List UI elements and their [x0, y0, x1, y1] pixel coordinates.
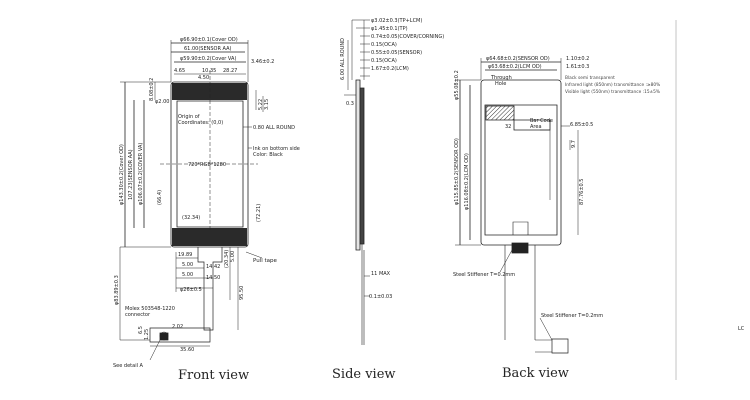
front-right-top-dim: 3.46±0.2 — [251, 59, 274, 65]
front-fpc-tail — [198, 247, 222, 330]
front-conn-dim-2: 1.25 — [144, 329, 150, 340]
front-small-top-2: 10.35 — [202, 68, 216, 74]
front-connector-2: connector — [125, 312, 151, 318]
back-top-dim-2: φ63.68±0.2(LCM OD) — [488, 64, 542, 70]
front-top-dim-3: φ59.90±0.2(Cover VA) — [180, 56, 236, 62]
front-right-small-2: 3.15 — [264, 99, 270, 110]
front-ink-note-1: Ink on bottom side — [253, 146, 300, 152]
front-resolution-label: 720*RGB*1280 — [188, 162, 226, 168]
front-pull-tape: Pull tape — [253, 258, 278, 264]
back-right-top-1: 1.10±0.2 — [566, 56, 589, 62]
back-right-dim-3: 87.76±0.5 — [579, 179, 585, 205]
back-stiffener-1: Steel Stiffener T=0.2mm — [453, 272, 515, 278]
back-right-dim-1: 6.85±0.5 — [570, 122, 593, 128]
back-top-dim-1: φ64.68±0.2(SENSOR OD) — [486, 56, 550, 62]
front-small-top-4: 4.50 — [198, 75, 209, 81]
side-view — [344, 20, 370, 345]
side-stack-5: 0.15(OCA) — [371, 58, 397, 64]
front-small-top-3: 28.27 — [223, 68, 237, 74]
back-stiffener-2-label: Steel Stiffener T=0.2mm — [541, 313, 603, 319]
front-right-small-1: 5.22 — [258, 99, 264, 110]
back-note-2: Infrared light (850nm) transmittance :≥8… — [565, 82, 660, 88]
back-left-dim-3: φ116.08±0.2(LCM OD) — [464, 153, 470, 210]
front-fpc-right-3: 95.50 — [239, 286, 245, 300]
front-left-mid-label: (66.4) — [157, 190, 163, 205]
back-left-dim-2: φ115.85±0.2(SENSOR OD) — [454, 138, 460, 205]
front-fpc-dim-1: 19.89 — [178, 252, 192, 258]
back-barcode-area — [514, 120, 550, 130]
side-max-note: 11 MAX — [371, 271, 391, 277]
front-fpc-right-1: (20.34) — [224, 250, 230, 268]
front-view — [120, 40, 263, 360]
front-left-small-1: 8.08±0.2 — [149, 78, 155, 101]
back-right-top-2: 1.61±0.3 — [566, 64, 589, 70]
front-connector-1: Molex 503548-1220 — [125, 306, 175, 312]
front-left-dim-3: φ106.07±0.2(COVER VA) — [138, 143, 144, 205]
edge-fragment: LC — [738, 326, 745, 332]
front-top-band — [172, 83, 247, 100]
back-right-dim-2: 9.7 — [571, 140, 577, 148]
side-stack-6: 1.67±0.2(LCM) — [371, 66, 409, 72]
back-note-1: Black semi transparent — [565, 75, 615, 81]
front-small-top-1: 4.65 — [174, 68, 185, 74]
front-right-mid-label: (72.21) — [256, 204, 262, 222]
back-through-hole — [486, 106, 514, 120]
front-left-dim-2: 107.23(SENSOR AA) — [128, 149, 134, 200]
back-through-hole-2: Hole — [495, 81, 506, 87]
front-conn-dim-3: 2.02 — [172, 324, 183, 330]
side-cover-layer — [356, 80, 360, 250]
side-stack-3: 0.15(OCA) — [371, 42, 397, 48]
back-stiffener-2 — [552, 339, 568, 353]
side-stack-2: 0.74±0.05(COVER/CORNING) — [371, 34, 444, 40]
side-stack-0: φ3.02±0.3(TP+LCM) — [371, 18, 422, 24]
side-stack-4: 0.55±0.05(SENSOR) — [371, 50, 422, 56]
side-left-small: 0.3 — [346, 101, 354, 107]
back-barcode-label-2: Area — [530, 124, 542, 130]
back-view-caption: Back view — [502, 366, 569, 381]
side-lcm-layer — [360, 88, 364, 244]
front-fpc-right-2: 5.00 — [230, 251, 236, 262]
back-labels: φ64.68±0.2(SENSOR OD) φ63.68±0.2(LCM OD)… — [453, 56, 660, 381]
front-fpc-dim-6: φ26±0.5 — [180, 287, 202, 293]
front-ink-note-2: Color: Black — [253, 152, 283, 158]
front-fpc-dim-5: 14.50 — [206, 275, 220, 281]
front-labels: φ66.90±0.1(Cover OD) 61.00(SENSOR AA) φ5… — [113, 37, 300, 383]
front-round-note: 0.80 ALL ROUND — [253, 125, 295, 131]
front-origin-label: Origin of — [178, 114, 200, 120]
side-view-caption: Side view — [332, 367, 396, 382]
side-bottom-note: 0.1±0.03 — [369, 294, 392, 300]
front-top-dim-2: 61.00(SENSOR AA) — [184, 46, 231, 52]
back-left-dim-1: φ55.08±0.2 — [454, 70, 460, 100]
front-top-dim-1: φ66.90±0.1(Cover OD) — [180, 37, 238, 43]
front-cover-outline — [171, 82, 248, 247]
front-coords-label: Coordinates: (0,0) — [178, 120, 223, 126]
front-detail-note: See detail A — [113, 363, 144, 369]
front-left-dim-1: φ143.30±0.2(Cover OD) — [119, 144, 125, 205]
back-lcm-area — [485, 105, 557, 235]
front-bottom-mid-label: (32.34) — [182, 215, 200, 221]
front-conn-dim-1: 6.5 — [138, 326, 144, 334]
side-labels: φ3.02±0.3(TP+LCM) φ1.45±0.1(TP) 0.74±0.0… — [332, 18, 444, 382]
front-connector — [150, 328, 210, 342]
front-conn-dim-4: 35.60 — [180, 347, 194, 353]
front-fpc-dim-2: 5.00 — [182, 262, 193, 268]
back-barcode-label-1: Bar Code — [530, 118, 553, 124]
back-view — [455, 58, 578, 353]
front-bottom-band — [172, 228, 247, 246]
front-left-fpc: φ83.89±0.3 — [114, 275, 120, 305]
back-through-hole-1: Through — [490, 75, 512, 81]
back-fpc-connector-block — [512, 243, 528, 253]
front-left-small-2: φ2.00 — [155, 99, 169, 105]
front-view-caption: Front view — [178, 368, 249, 383]
front-fpc-dim-3: 14.42 — [206, 264, 220, 270]
back-barcode-num: 32 — [505, 124, 511, 130]
side-left-vertical: 6.00 ALL ROUND — [340, 38, 346, 80]
back-note-3: Visible light (550nm) transmittance :15±… — [565, 89, 660, 95]
front-fpc-dim-4: 5.00 — [182, 272, 193, 278]
side-stack-1: φ1.45±0.1(TP) — [371, 26, 408, 32]
